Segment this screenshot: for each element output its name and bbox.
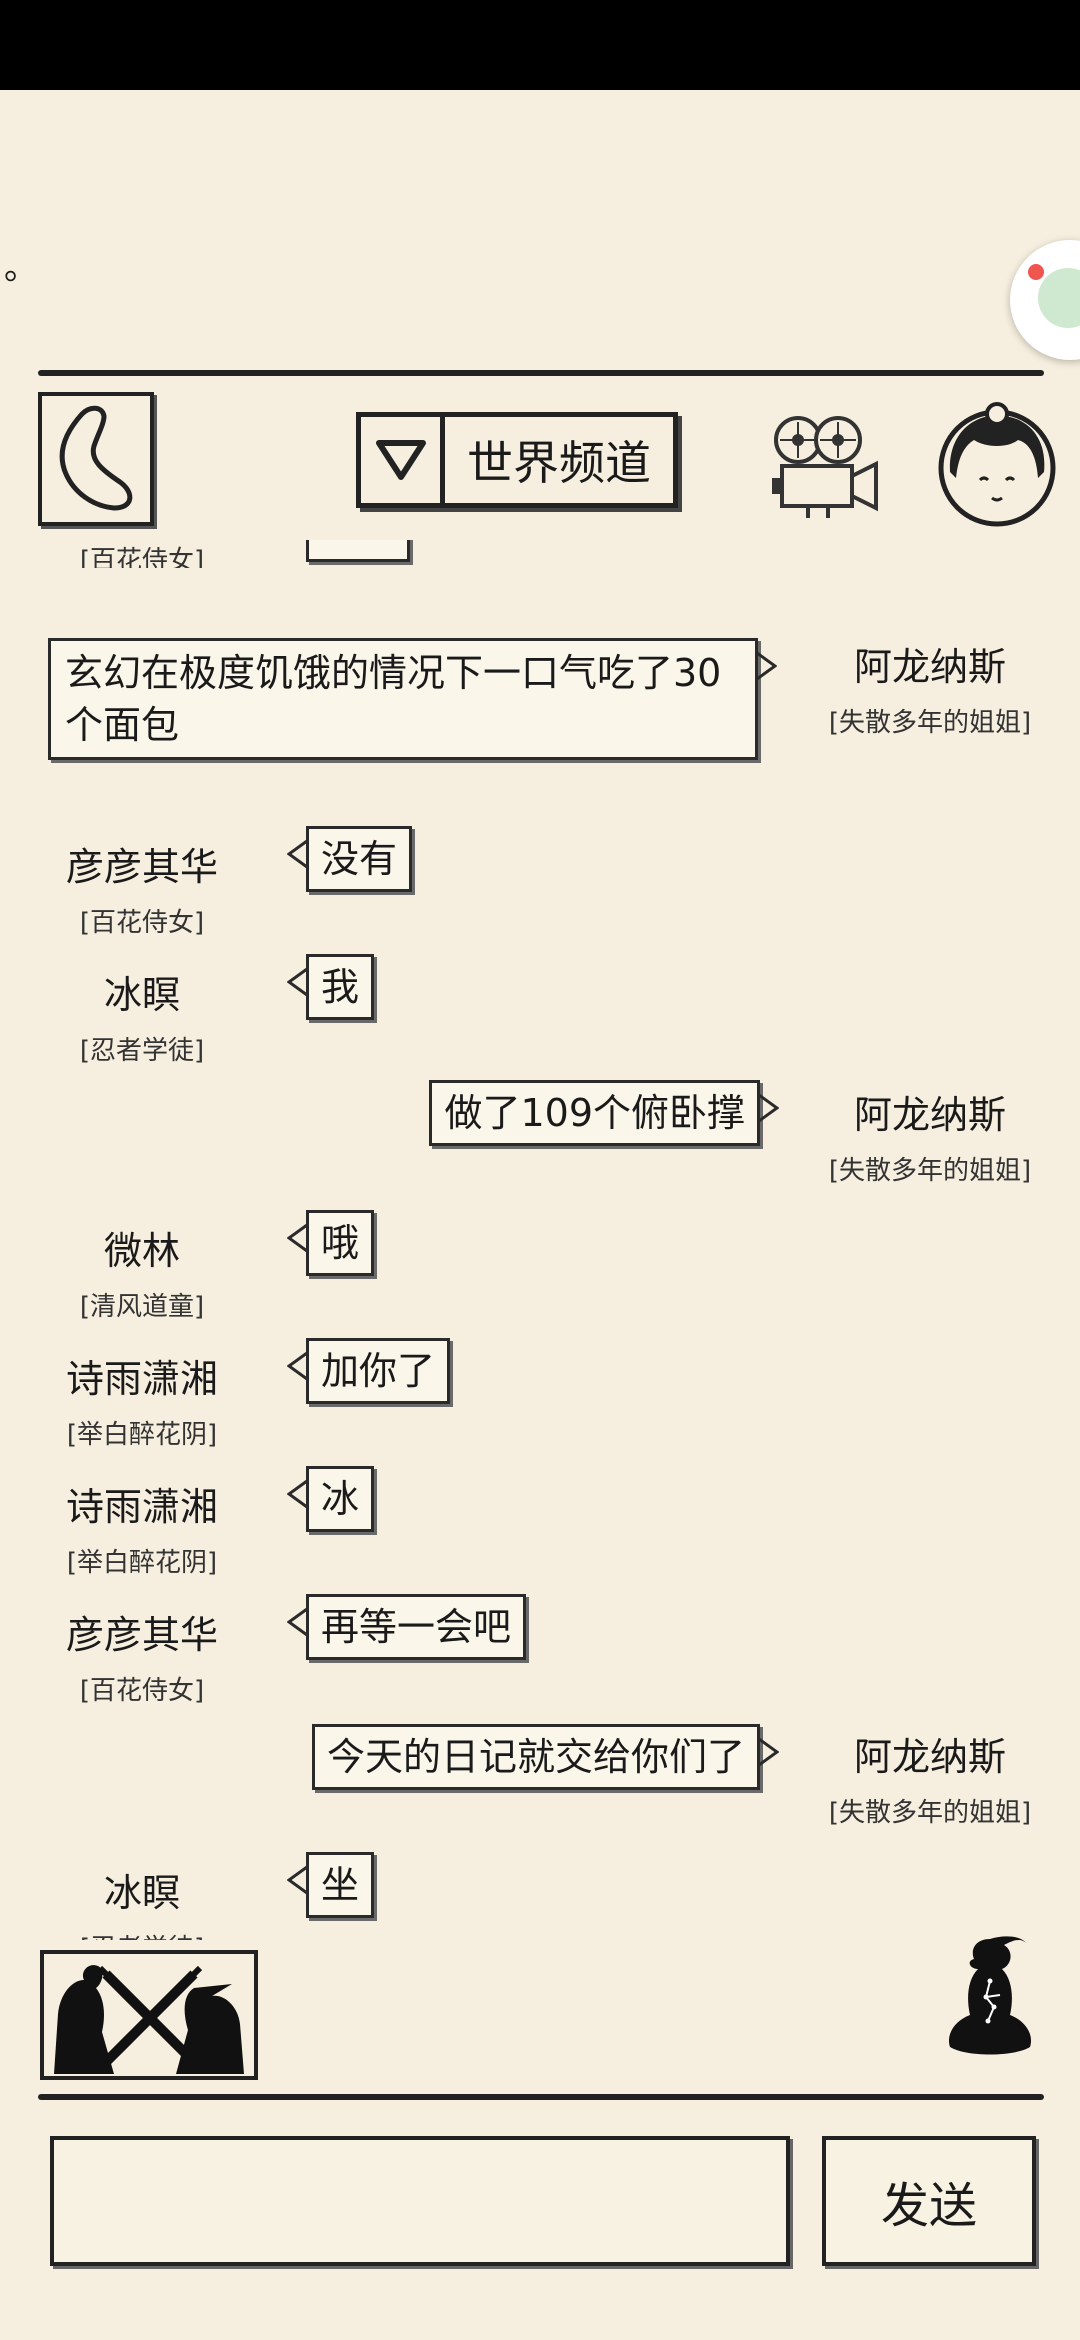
message-text: 没有 [321,837,398,881]
sender-title: [忍者学徒] [79,1036,205,1066]
channel-selector[interactable]: 世界频道 [356,412,678,508]
girl-avatar-icon[interactable] [938,400,1056,528]
send-button[interactable]: 发送 [822,2136,1036,2266]
stray-punctuation: 。 [4,248,38,288]
sender-title: [失散多年的姐姐] [828,1798,1032,1828]
crossed-swords-icon [54,1965,244,2074]
triangle-down-icon [375,440,426,480]
bubble-tail [287,967,307,997]
message-text: 玄幻在极度饥饿的情况下一口气吃了30个面包 [65,651,722,747]
sender-name[interactable]: 彦彦其华 [65,845,218,889]
message-text: 坐 [321,1863,360,1907]
bubble-tail [287,1865,307,1895]
chat-bubble: 我 [287,954,375,1020]
sender-title: [百花侍女] [79,1676,205,1706]
back-button[interactable] [38,392,154,526]
message-text: 我 [321,965,360,1009]
sender-title: [清风道童] [79,1292,205,1322]
sender-title: [百花侍女] [79,546,205,568]
channel-label: 世界频道 [467,436,651,490]
assistant-face-icon [1038,268,1080,328]
bubble-tail [287,1351,307,1381]
chat-bubble: 加你了 [287,1338,451,1404]
bubble-tail [287,1479,307,1509]
sender-name[interactable]: 阿龙纳斯 [853,1735,1006,1779]
film-camera-icon[interactable] [768,410,884,522]
message-text: 今天的日记就交给你们了 [326,1735,745,1779]
chat-bubble: 坐 [287,1852,375,1918]
sender-name[interactable]: 阿龙纳斯 [853,1093,1006,1137]
battle-button[interactable] [40,1950,258,2080]
sender-name[interactable]: 彦彦其华 [65,1613,218,1657]
status-bar [0,0,1080,90]
bubble-tail [759,1737,779,1767]
chat-bubble: 哦 [287,1210,375,1276]
message-text: 做了109个俯卧撑 [444,1091,745,1135]
sender-name[interactable]: 诗雨潇湘 [65,1485,218,1529]
sender-name[interactable]: 冰瞑 [103,1871,180,1915]
sender-title: [举白醉花阴] [66,1548,218,1578]
chat-message-list[interactable]: [百花侍女] 玄幻在极度饥饿的情况下一口气吃了30个面包 阿龙纳斯 [失散多年的… [0,540,1080,1940]
chat-bubble: 再等一会吧 [287,1594,527,1660]
notification-dot [1028,264,1044,280]
sender-title: [忍者学徒] [22,1928,262,1940]
bubble-tail [287,1223,307,1253]
chat-bubble [306,540,410,562]
message-text: 冰 [321,1477,360,1521]
sender-title: [百花侍女] [79,908,205,938]
channel-toggle[interactable] [361,417,445,503]
meditating-figure-icon[interactable] [940,1935,1040,2065]
sender-title: [举白醉花阴] [66,1420,218,1450]
floating-assistant-button[interactable] [1010,240,1080,360]
chat-bubble: 今天的日记就交给你们了 [311,1724,779,1790]
header-divider [38,370,1044,376]
message-text: 加你了 [321,1349,436,1393]
bubble-tail [759,1093,779,1123]
message-text: 哦 [321,1221,360,1265]
bubble-tail [287,839,307,869]
message-input[interactable] [50,2136,790,2266]
sender-title: [失散多年的姐姐] [828,1156,1032,1186]
bubble-tail [287,1607,307,1637]
chat-bubble: 冰 [287,1466,375,1532]
composer-divider [38,2094,1044,2100]
sender-name[interactable]: 诗雨潇湘 [65,1357,218,1401]
sender-title: [失散多年的姐姐] [828,708,1032,738]
chat-bubble: 玄幻在极度饥饿的情况下一口气吃了30个面包 [48,638,777,760]
chat-bubble: 没有 [287,826,413,892]
chat-bubble: 做了109个俯卧撑 [429,1080,779,1146]
sender-name[interactable]: 阿龙纳斯 [853,645,1006,689]
bubble-tail [757,651,777,681]
back-chevron-icon [59,405,133,511]
sender-name[interactable]: 冰瞑 [103,973,180,1017]
sender-name[interactable]: 微林 [103,1229,180,1273]
message-text: 再等一会吧 [321,1605,512,1649]
